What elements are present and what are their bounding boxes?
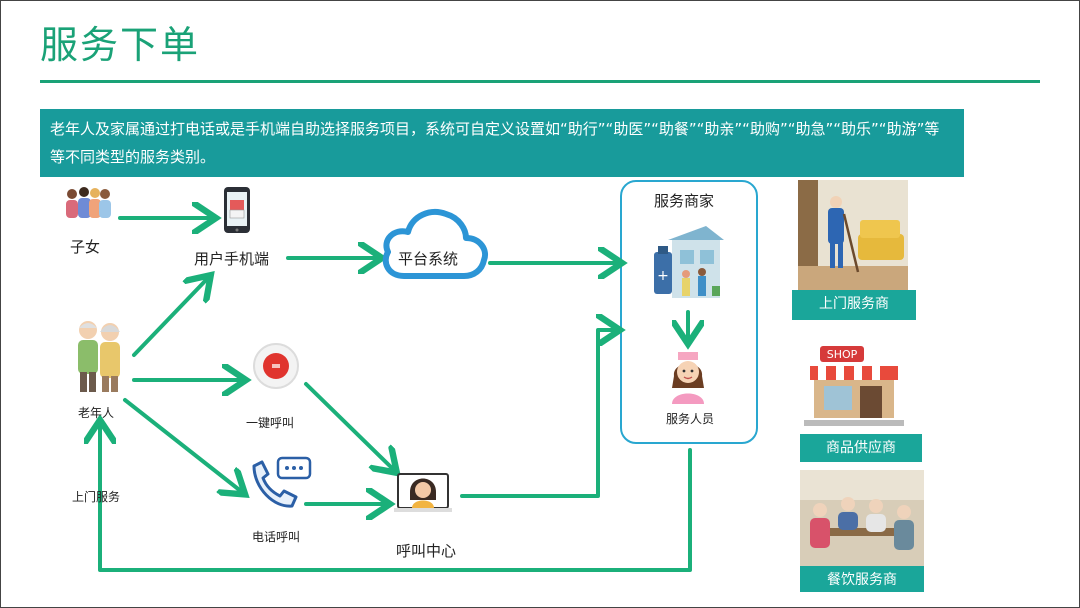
catering-provider-tag: 餐饮服务商 <box>800 566 924 592</box>
platform-label: 平台系统 <box>398 250 459 268</box>
arrow-callcenter-to-merchant <box>460 330 616 498</box>
home-service-provider-tag: 上门服务商 <box>792 290 916 320</box>
elderly-couple-icon <box>78 321 120 392</box>
clinic-store-icon: + <box>654 226 724 298</box>
arrow-return-home-service <box>100 424 692 572</box>
arrow-elderly-to-phone <box>123 398 242 492</box>
nurse-staff-icon <box>672 352 704 404</box>
title-divider <box>40 80 1040 83</box>
svg-text:+: + <box>657 268 669 284</box>
catering-dining-photo <box>800 470 924 566</box>
arrow-onekey-to-callcenter <box>304 382 394 470</box>
phone-call-icon <box>252 456 312 508</box>
one-key-call-label: 一键呼叫 <box>246 416 295 430</box>
emergency-button-icon <box>253 343 299 389</box>
cloud-icon <box>382 209 488 279</box>
phone-call-label: 电话呼叫 <box>252 530 301 544</box>
page-title: 服务下单 <box>40 23 201 67</box>
elderly-label: 老年人 <box>78 406 115 420</box>
children-label: 子女 <box>70 238 101 256</box>
call-center-agent-icon <box>394 473 452 512</box>
merchant-label: 服务商家 <box>654 192 715 210</box>
arrow-elderly-to-app <box>132 278 208 357</box>
svg-text:SHOP: SHOP <box>827 348 858 361</box>
family-children-icon <box>66 187 111 218</box>
staff-label: 服务人员 <box>666 412 715 426</box>
goods-supplier-tag: 商品供应商 <box>800 434 922 462</box>
home-service-photo <box>798 180 908 290</box>
description-banner: 老年人及家属通过打电话或是手机端自助选择服务项目，系统可自定义设置如“助行”“助… <box>40 109 964 177</box>
shop-store-photo: SHOP <box>800 340 908 432</box>
home-service-return-label: 上门服务 <box>72 490 121 504</box>
user-app-label: 用户手机端 <box>194 250 270 268</box>
call-center-label: 呼叫中心 <box>396 542 457 560</box>
smartphone-icon <box>224 187 250 233</box>
